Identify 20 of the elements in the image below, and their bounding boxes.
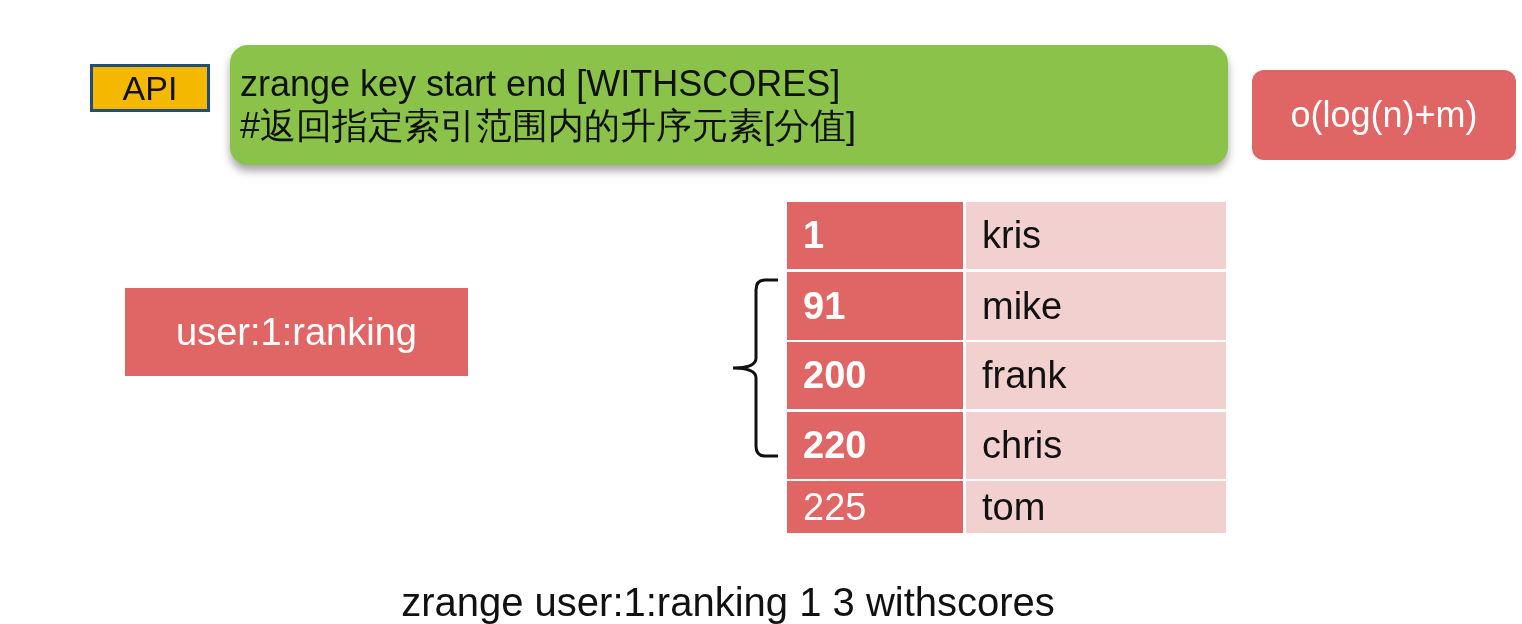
member-cell: mike — [966, 272, 1226, 340]
command-box — [230, 45, 1228, 165]
score-cell: 220 — [787, 412, 963, 479]
complexity-box — [1252, 70, 1516, 160]
score-cell: 1 — [787, 202, 963, 269]
member-cell: tom — [966, 481, 1226, 533]
node-text: o(log(n)+m) — [1290, 93, 1478, 137]
member-cell: kris — [966, 202, 1226, 269]
api-badge — [90, 64, 210, 112]
key-box — [125, 288, 468, 376]
score-cell: 91 — [787, 272, 963, 340]
node-text: zrange key start end [WITHSCORES] — [240, 63, 841, 105]
node-text: API — [122, 67, 178, 109]
comment-text: #返回指定索引范围内的升序元素[分值] — [240, 105, 857, 147]
node-text: user:1:ranking — [176, 309, 417, 355]
score-cell: 200 — [787, 342, 963, 409]
member-cell: chris — [966, 412, 1226, 479]
score-cell: 225 — [787, 481, 963, 533]
member-cell: frank — [966, 342, 1226, 409]
example-command: zrange user:1:ranking 1 3 withscores — [400, 579, 1056, 624]
